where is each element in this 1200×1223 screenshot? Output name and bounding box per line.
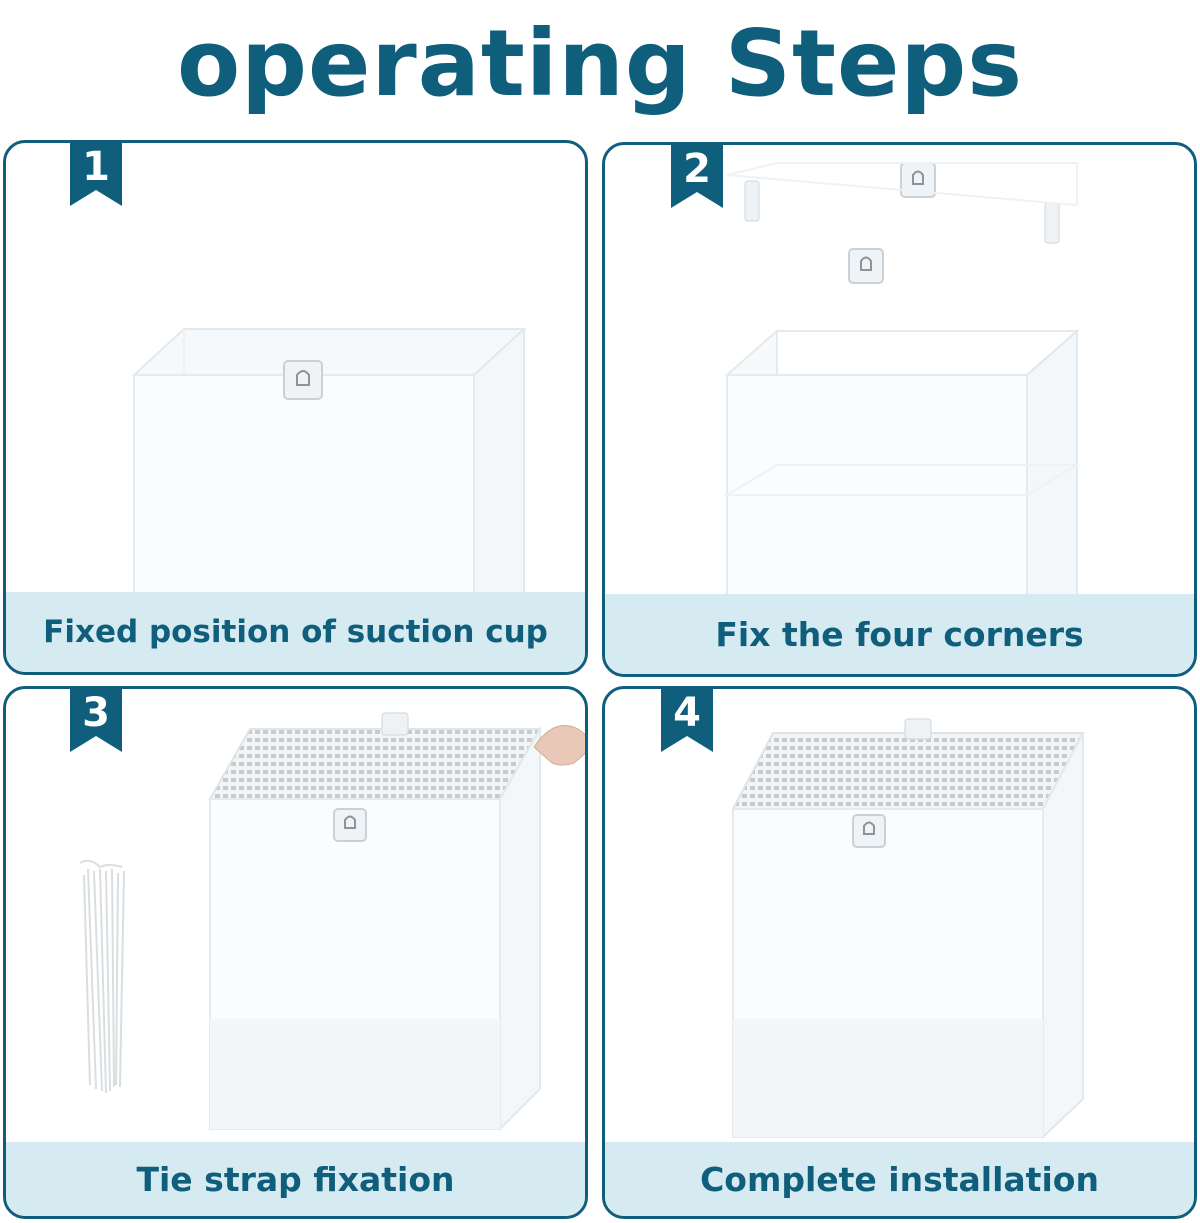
acrylic-box-illustration (79, 712, 585, 1132)
step-panel-1: 1 Fixed position of suction cup (3, 140, 588, 675)
suction-cup-icon (848, 248, 884, 284)
step-number: 1 (82, 144, 110, 190)
step-number: 2 (683, 146, 711, 192)
step-number-badge: 3 (70, 689, 122, 752)
page-title: operating Steps (176, 10, 1024, 117)
suction-cup-icon (852, 814, 886, 848)
caption-bar: Tie strap fixation (6, 1142, 585, 1216)
step-caption: Tie strap fixation (136, 1159, 455, 1199)
step-panel-4: 4 Complete installation (602, 686, 1197, 1219)
suction-cup-icon (283, 360, 323, 400)
caption-bar: Complete installation (605, 1142, 1194, 1216)
tie-straps-icon (79, 859, 125, 1094)
suction-cup-icon (333, 808, 367, 842)
step-number-badge: 2 (671, 145, 723, 208)
step-number-badge: 4 (661, 689, 713, 752)
step-caption: Fix the four corners (715, 614, 1084, 654)
step-caption: Fixed position of suction cup (43, 614, 548, 650)
step-number-badge: 1 (70, 143, 122, 206)
step-caption: Complete installation (700, 1159, 1099, 1199)
acrylic-box-illustration (731, 718, 1085, 1140)
step-panel-3: 3 Tie strap fixation (3, 686, 588, 1219)
step-number: 3 (82, 690, 110, 736)
caption-bar: Fix the four corners (605, 594, 1194, 674)
suction-cup-icon (900, 162, 936, 198)
step-panel-2: 2 Fix the four corners (602, 142, 1197, 677)
acrylic-box-illustration (723, 162, 1081, 605)
step-number: 4 (673, 690, 701, 736)
acrylic-box-illustration (131, 326, 527, 603)
caption-bar: Fixed position of suction cup (6, 592, 585, 672)
hand-icon (533, 725, 585, 766)
